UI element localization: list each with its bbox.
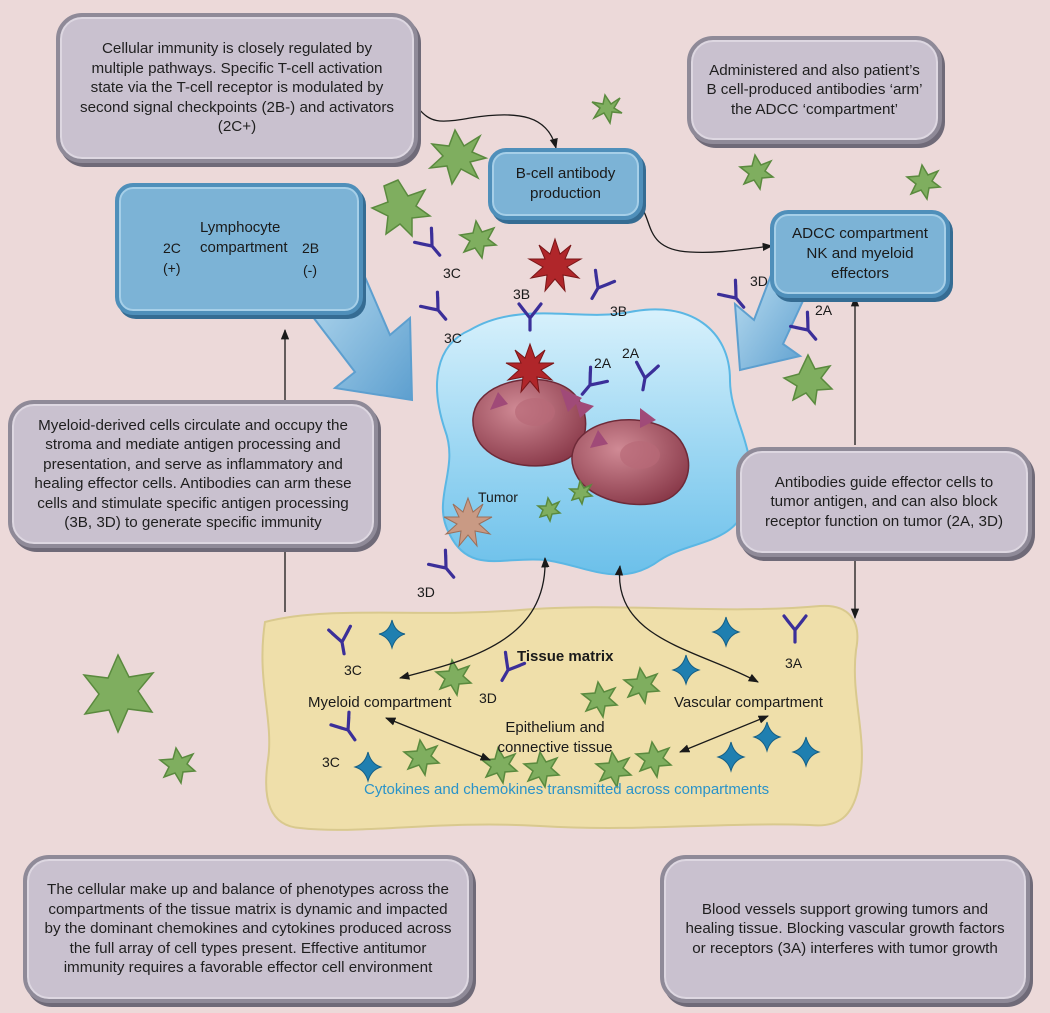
- label-2b: 2B: [302, 240, 320, 256]
- antibody-icon: [418, 290, 456, 328]
- label-2a-right: 2A: [622, 345, 640, 361]
- note-administered-antibodies: Administered and also patient’s B cell-p…: [687, 36, 942, 144]
- diamond-icon: [353, 751, 383, 783]
- label-tumor: Tumor: [478, 489, 518, 505]
- star-icon: [370, 179, 433, 238]
- bcell-antibody-box: B-cell antibody production: [488, 148, 643, 220]
- star-icon: [567, 479, 594, 507]
- star-icon: [82, 653, 155, 734]
- label-2b-sign: (-): [303, 262, 317, 278]
- vascular-compartment-label: Vascular compartment: [674, 694, 823, 711]
- tissue-matrix-title: Tissue matrix: [517, 648, 614, 665]
- adcc-compartment-box: ADCC compartment NK and myeloid effector…: [770, 210, 950, 298]
- star-icon: [580, 680, 619, 720]
- connector-arrow: [679, 715, 769, 753]
- tumor-cell-icon: [571, 408, 690, 506]
- star-icon: [634, 740, 673, 780]
- antibody-icon: [580, 268, 617, 306]
- label-3b-left: 3B: [513, 286, 531, 302]
- diamond-icon: [716, 741, 746, 773]
- note-antibodies-guide: Antibodies guide effector cells to tumor…: [736, 447, 1032, 557]
- star-icon: [591, 93, 623, 126]
- myeloid-compartment-label: Myeloid compartment: [308, 694, 452, 711]
- star-icon: [738, 153, 776, 191]
- note-cellular-immunity: Cellular immunity is closely regulated b…: [56, 13, 418, 163]
- star-icon: [594, 750, 633, 790]
- burst-icon: [505, 342, 555, 394]
- connector-arrow: [614, 564, 759, 683]
- star-icon: [535, 496, 562, 524]
- connector-arrow: [398, 556, 550, 680]
- label-3a-matrix: 3A: [785, 655, 803, 671]
- star-icon: [782, 353, 834, 406]
- star-icon: [457, 218, 499, 260]
- label-3b-right: 3B: [610, 303, 628, 319]
- note-myeloid-derived: Myeloid-derived cells circulate and occu…: [8, 400, 378, 548]
- tumor-cell-icon: [472, 378, 594, 467]
- note-cellular-makeup: The cellular make up and balance of phen…: [23, 855, 473, 1003]
- connector-arrow: [385, 717, 491, 761]
- star-icon: [905, 163, 943, 201]
- label-3c-mid: 3C: [444, 330, 462, 346]
- antibody-icon: [426, 548, 464, 586]
- label-3c-matrix-top: 3C: [344, 662, 362, 678]
- label-3c-matrix-bottom: 3C: [322, 754, 340, 770]
- antibody-icon: [412, 226, 450, 264]
- star-icon: [427, 128, 489, 186]
- connector-arrow: [642, 209, 774, 254]
- label-3c-top: 3C: [443, 265, 461, 281]
- note-blood-vessels: Blood vessels support growing tumors and…: [660, 855, 1030, 1003]
- label-3d-matrix: 3D: [479, 690, 497, 706]
- connector-arrow: [417, 107, 558, 150]
- diamond-icon: [791, 736, 821, 768]
- cytokines-label: Cytokines and chemokines transmitted acr…: [364, 781, 770, 798]
- burst-icon: [527, 237, 583, 293]
- label-2a-left: 2A: [594, 355, 612, 371]
- star-icon: [522, 750, 561, 790]
- label-3d-left: 3D: [417, 584, 435, 600]
- label-2c-sign: (+): [163, 260, 181, 276]
- epithelium-label: Epithelium and connective tissue: [497, 719, 613, 756]
- star-icon: [158, 746, 197, 786]
- lymphocyte-label: Lymphocyte compartment: [200, 219, 288, 256]
- lymphocyte-compartment-box: [115, 183, 363, 315]
- label-2c: 2C: [163, 240, 181, 256]
- label-3d-adcc: 3D: [750, 273, 768, 289]
- label-2a-adcc: 2A: [815, 302, 833, 318]
- burst-icon: [443, 496, 493, 548]
